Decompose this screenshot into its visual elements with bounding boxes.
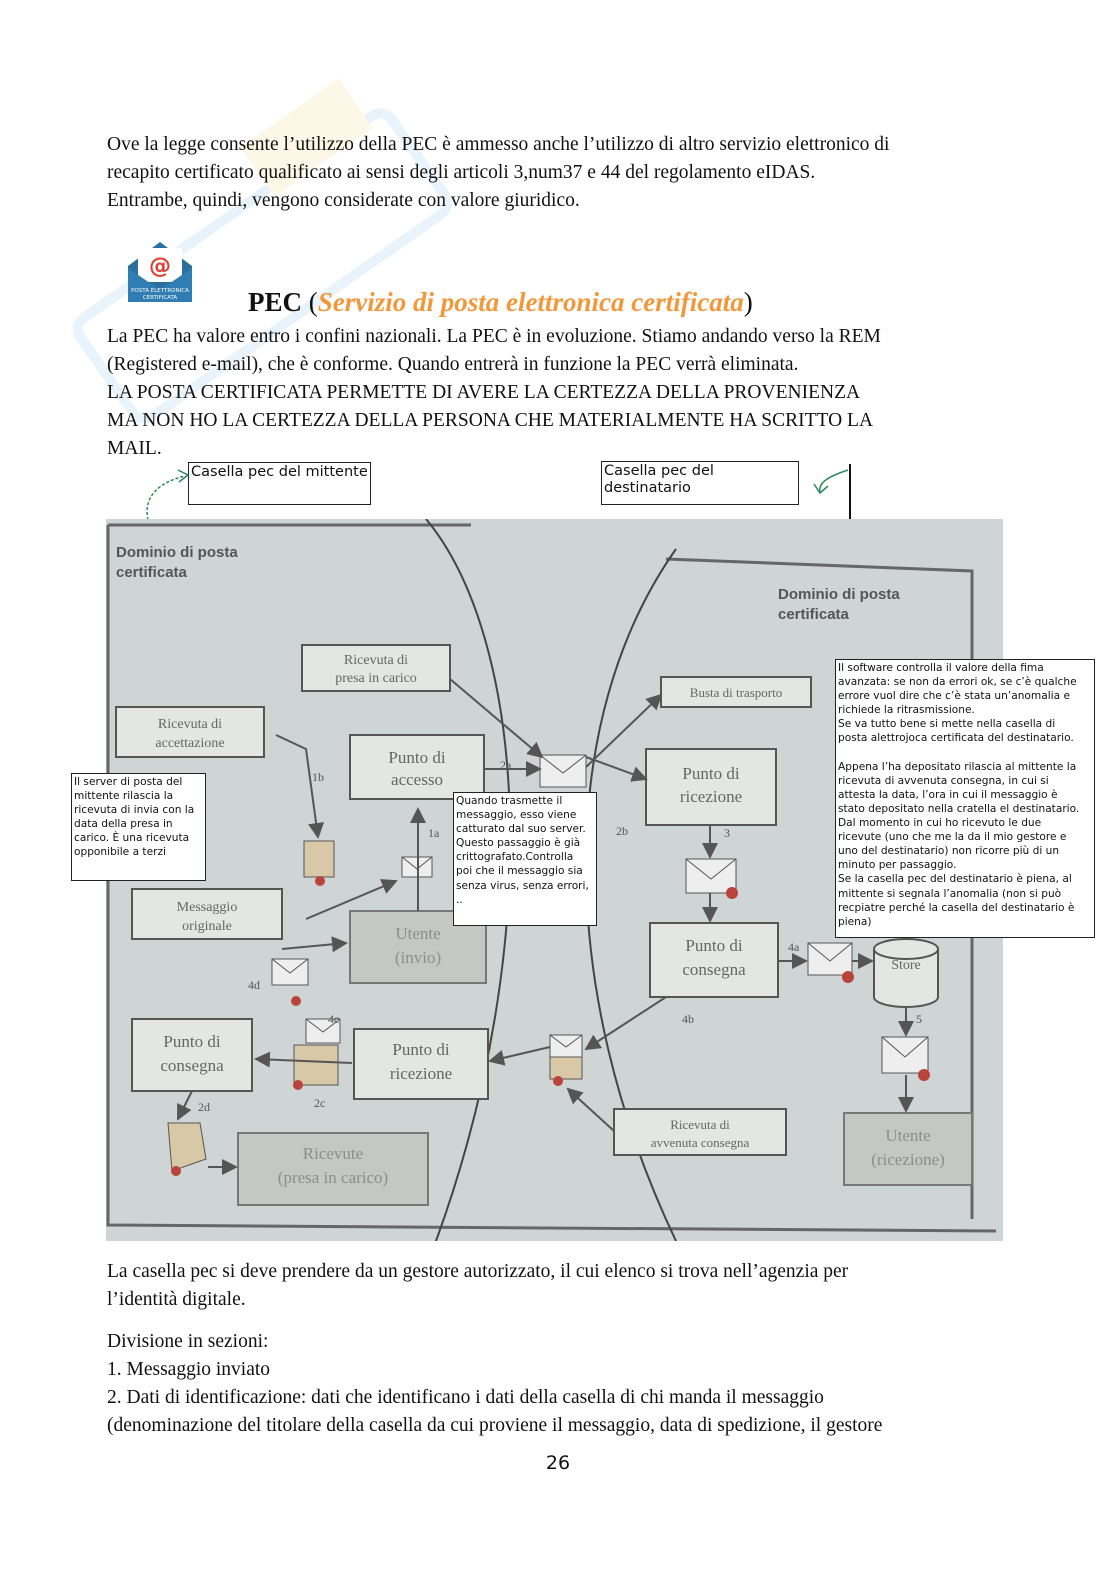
box-label: presa in carico: [335, 671, 417, 686]
envelope-icon: [549, 1034, 583, 1086]
label-casella-destinatario: Casella pec del destinatario: [601, 461, 799, 505]
svg-text:1b: 1b: [312, 770, 324, 784]
domain-title: Dominio di posta: [778, 586, 900, 603]
text-line: LA POSTA CERTIFICATA PERMETTE DI AVERE L…: [107, 382, 861, 403]
svg-text:4b: 4b: [682, 1012, 694, 1026]
box-label: consegna: [160, 1056, 224, 1075]
box-label: consegna: [682, 960, 746, 979]
box-label: Punto di: [163, 1032, 220, 1051]
svg-text:4a: 4a: [788, 940, 800, 954]
diagram-canvas: Dominio di posta certificata Dominio di …: [106, 519, 997, 1241]
domain-title: Dominio di posta: [116, 544, 238, 561]
box-label: Ricevuta di: [344, 653, 408, 668]
box-label: (presa in carico): [278, 1168, 388, 1187]
green-arrow-right-icon: [813, 464, 851, 520]
envelope-icon: [539, 754, 587, 788]
text-line: recapito certificato qualificato ai sens…: [107, 162, 816, 183]
svg-text:2a: 2a: [500, 758, 512, 772]
box-label: originale: [182, 919, 232, 934]
body-paragraph: La casella pec si deve prendere da un ge…: [107, 1258, 1007, 1314]
svg-text:3: 3: [724, 826, 730, 840]
box-label: Punto di: [392, 1040, 449, 1059]
logo-text: CERTIFICATA: [143, 295, 178, 301]
box-label: Ricevuta di: [158, 717, 222, 732]
box-label: (ricezione): [871, 1150, 945, 1169]
box-label: Busta di trasporto: [690, 685, 782, 700]
envelope-icon: [881, 1036, 930, 1081]
logo-text: POSTA ELETTRONICA: [131, 288, 189, 294]
text-line: La casella pec si deve prendere da un ge…: [107, 1261, 849, 1282]
box-label: Punto di: [388, 748, 445, 767]
text-line: (denominazione del titolare della casell…: [107, 1415, 883, 1436]
box-label: Punto di: [682, 764, 739, 783]
box-label: Punto di: [685, 936, 742, 955]
box-label: Ricevuta di: [670, 1117, 730, 1132]
text-line: La PEC ha valore entro i confini naziona…: [107, 326, 881, 347]
text-line: Ove la legge consente l’utilizzo della P…: [107, 134, 890, 155]
text-line: Entrambe, quindi, vengono considerate co…: [107, 190, 580, 211]
text-line: MAIL.: [107, 438, 162, 459]
envelope-icon: [271, 958, 309, 1006]
list-item: 1. Messaggio inviato: [107, 1359, 271, 1380]
page-number: 26: [545, 1452, 571, 1474]
heading-paren: ): [743, 287, 753, 317]
box-label: Utente: [885, 1126, 930, 1145]
sections-list: Divisione in sezioni: 1. Messaggio invia…: [107, 1328, 1007, 1440]
svg-text:2d: 2d: [198, 1100, 210, 1114]
box-label: accettazione: [155, 736, 224, 751]
box-label: Store: [891, 958, 921, 973]
box-label: Ricevute: [303, 1144, 363, 1163]
box-label: ricezione: [390, 1064, 452, 1083]
box-label: avvenuta consegna: [651, 1135, 750, 1150]
text-line: (Registered e-mail), che è conforme. Qua…: [107, 354, 799, 375]
pec-envelope-icon: @ POSTA ELETTRONICA CERTIFICATA: [128, 242, 192, 302]
box-label: ricezione: [680, 787, 742, 806]
box-label: accesso: [391, 770, 443, 789]
domain-title: certificata: [778, 606, 850, 623]
svg-text:4c: 4c: [328, 1012, 339, 1026]
step-labels: 1b 1a 2a 2b 3 4a 4d 4c 4b 2c 2d 5: [198, 758, 922, 1114]
body-paragraph: La PEC ha valore entro i confini naziona…: [107, 323, 1007, 463]
envelope-icon: [807, 942, 854, 983]
section-heading: PEC (Servizio di posta elettronica certi…: [248, 287, 753, 318]
envelope-icon: [685, 858, 738, 899]
svg-text:2b: 2b: [616, 824, 628, 838]
text-line: MA NON HO LA CERTEZZA DELLA PERSONA CHE …: [107, 410, 874, 431]
envelope-icon: [293, 1018, 341, 1090]
intro-paragraph: Ove la legge consente l’utilizzo della P…: [107, 131, 1007, 215]
svg-text:2c: 2c: [314, 1096, 325, 1110]
heading-paren: (: [302, 287, 318, 317]
heading-pec: PEC: [248, 287, 302, 317]
box-label: (invio): [395, 948, 441, 967]
svg-text:4d: 4d: [248, 978, 260, 992]
label-casella-mittente: Casella pec del mittente: [188, 462, 371, 505]
text-line: Divisione in sezioni:: [107, 1331, 269, 1352]
svg-text:1a: 1a: [428, 826, 440, 840]
document-icon: [167, 1122, 207, 1176]
list-item: 2. Dati di identificazione: dati che ide…: [107, 1387, 824, 1408]
box-label: Messaggio: [177, 900, 238, 915]
note-server-mittente: Il server di posta del mittente rilascia…: [71, 773, 206, 881]
note-trasmissione: Quando trasmette il messaggio, esso vien…: [453, 792, 597, 926]
document-icon: [303, 840, 335, 886]
box-label: Utente: [395, 924, 440, 943]
green-arrow-left-icon: [146, 469, 190, 521]
note-software: Il software controlla il valore della fi…: [835, 659, 1095, 938]
text-line: l’identità digitale.: [107, 1289, 246, 1310]
domain-title: certificata: [116, 564, 188, 581]
at-sign-icon: @: [149, 254, 171, 279]
heading-subtitle: Servizio di posta elettronica certificat…: [317, 287, 744, 317]
svg-text:5: 5: [916, 1012, 922, 1026]
